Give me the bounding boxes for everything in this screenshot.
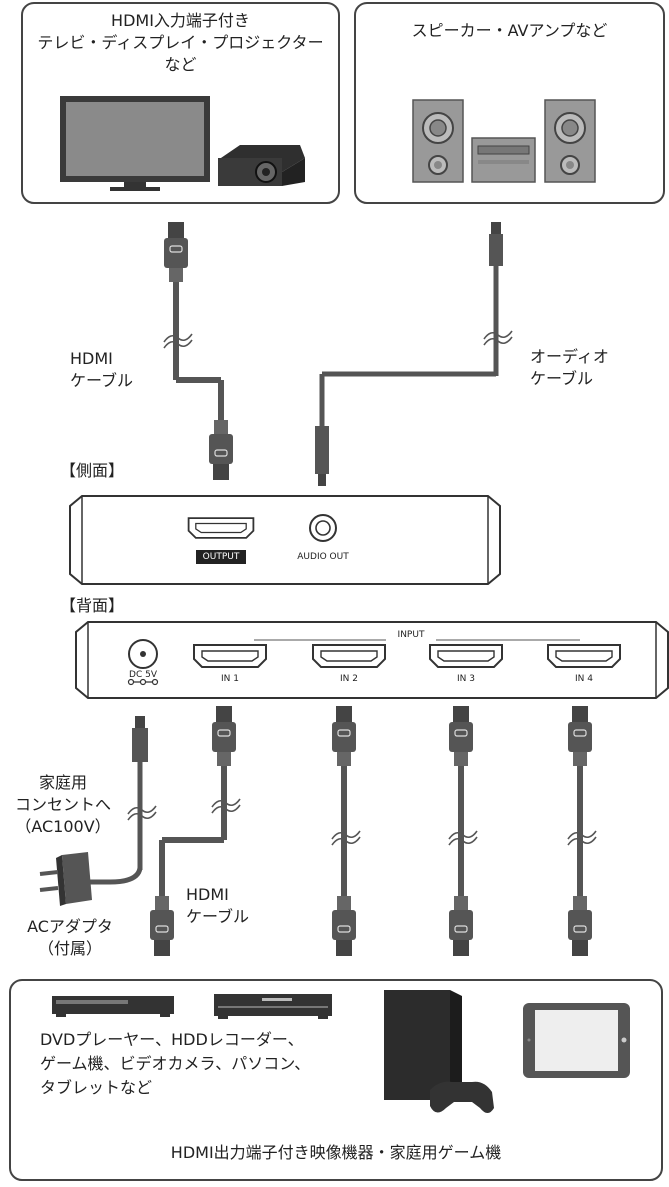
hdd-recorder-icon bbox=[214, 994, 332, 1019]
switcher-side-view bbox=[69, 495, 501, 585]
audio-cable-line-2: ケーブル bbox=[530, 369, 594, 388]
hdmi-cable-bottom-line-2: ケーブル bbox=[186, 907, 250, 926]
ac-adapter-label: ACアダプタ （付属） bbox=[20, 916, 120, 960]
back-view-heading: 【背面】 bbox=[60, 596, 125, 615]
projector-icon bbox=[218, 145, 305, 186]
outlet-label: 家庭用 コンセントへ （AC100V） bbox=[0, 772, 126, 838]
dvd-player-icon bbox=[52, 996, 174, 1017]
hdmi-cable-bottom-line-1: HDMI bbox=[186, 885, 229, 904]
hdmi-cable-top-label: HDMI ケーブル bbox=[70, 348, 133, 392]
ac-adapter-line-1: ACアダプタ bbox=[27, 917, 113, 936]
port-in-4-label: IN 4 bbox=[575, 674, 593, 684]
display-label-line-3: など bbox=[164, 55, 197, 74]
outlet-line-3: （AC100V） bbox=[15, 817, 111, 836]
hdmi-cable-bottom-label: HDMI ケーブル bbox=[186, 884, 249, 928]
tablet-icon bbox=[523, 1003, 630, 1078]
hdmi-cable-in2 bbox=[331, 705, 361, 957]
port-in-3-label: IN 3 bbox=[457, 674, 475, 684]
sources-box bbox=[9, 979, 663, 1181]
ac-adapter-icon bbox=[39, 852, 92, 906]
hdmi-cable-in4 bbox=[567, 705, 597, 957]
sources-box-title: HDMI出力端子付き映像機器・家庭用ゲーム機 bbox=[170, 1143, 502, 1162]
side-view-heading: 【側面】 bbox=[60, 461, 125, 480]
hdmi-cable-top bbox=[163, 221, 234, 481]
source-devices-line-3: タブレットなど bbox=[40, 1078, 153, 1097]
speaker-system-icon bbox=[412, 99, 596, 183]
outlet-line-2: コンセントへ bbox=[14, 795, 111, 814]
switcher-back-view bbox=[75, 621, 669, 699]
hdmi-cable-top-line-1: HDMI bbox=[70, 349, 113, 368]
source-devices-line-2: ゲーム機、ビデオカメラ、パソコン、 bbox=[40, 1054, 311, 1073]
audio-out-label: AUDIO OUT bbox=[297, 552, 349, 562]
display-label-line-2: テレビ・ディスプレイ・プロジェクター bbox=[37, 33, 324, 52]
source-devices-label: DVDプレーヤー、HDDレコーダー、 ゲーム機、ビデオカメラ、パソコン、 タブレ… bbox=[40, 1028, 310, 1100]
hdmi-cable-top-line-2: ケーブル bbox=[70, 371, 134, 390]
output-port-label: OUTPUT bbox=[202, 552, 240, 562]
audio-cable bbox=[315, 222, 513, 486]
ac-adapter-line-2: （付属） bbox=[37, 939, 102, 958]
port-in-2-label: IN 2 bbox=[340, 674, 358, 684]
game-console-icon bbox=[384, 990, 494, 1113]
hdmi-cable-in3 bbox=[448, 705, 478, 957]
audio-cable-label: オーディオ ケーブル bbox=[530, 346, 609, 390]
source-devices-line-1: DVDプレーヤー、HDDレコーダー、 bbox=[40, 1030, 304, 1049]
display-label-line-1: HDMI入力端子付き bbox=[111, 11, 250, 30]
tv-icon bbox=[60, 96, 210, 191]
dc-5v-label: DC 5V bbox=[129, 670, 157, 680]
display-box-label: HDMI入力端子付き テレビ・ディスプレイ・プロジェクター など bbox=[22, 10, 339, 76]
outlet-line-1: 家庭用 bbox=[38, 773, 87, 792]
port-in-1-label: IN 1 bbox=[221, 674, 239, 684]
hdmi-cable-in1 bbox=[149, 705, 241, 957]
input-group-label: INPUT bbox=[397, 630, 425, 640]
power-cable bbox=[90, 716, 157, 885]
audio-cable-line-1: オーディオ bbox=[530, 347, 609, 366]
speaker-box-title: スピーカー・AVアンプなど bbox=[411, 21, 608, 40]
